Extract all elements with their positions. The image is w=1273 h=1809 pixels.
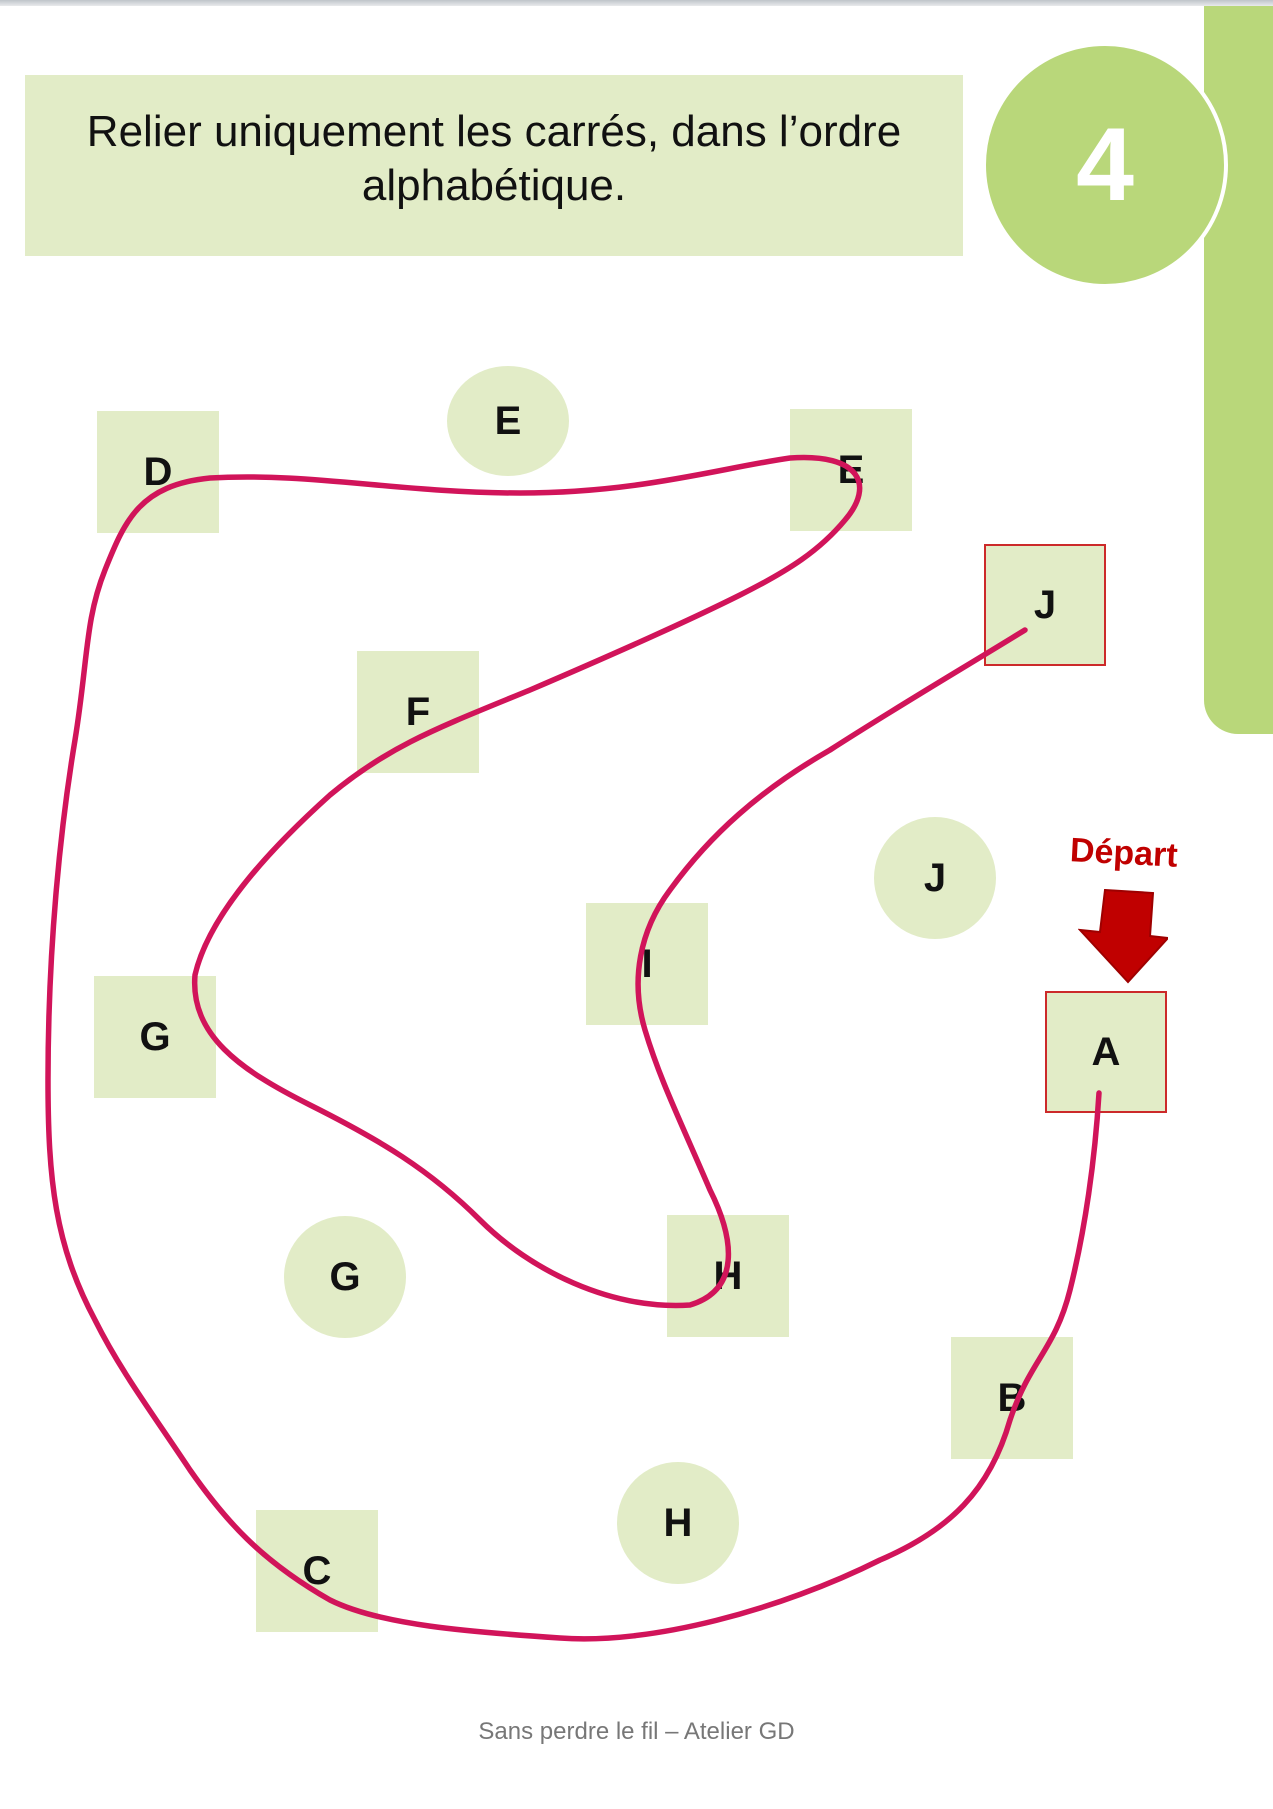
square-a-label: A <box>1091 1030 1121 1074</box>
circle-e-label: E <box>494 399 522 443</box>
circle-h: H <box>617 1462 739 1584</box>
square-h: H <box>667 1215 789 1337</box>
circle-g: G <box>284 1216 406 1338</box>
square-c-label: C <box>302 1549 332 1593</box>
circle-j: J <box>874 817 996 939</box>
square-f: F <box>357 651 479 773</box>
square-i: I <box>586 903 708 1025</box>
square-b-label: B <box>997 1376 1027 1420</box>
square-c: C <box>256 1510 378 1632</box>
square-f-label: F <box>405 690 431 734</box>
square-e-label: E <box>837 448 865 492</box>
square-i-label: I <box>641 942 653 986</box>
instruction-box: Relier uniquement les carrés, dans l’ord… <box>25 75 963 256</box>
square-d: D <box>97 411 219 533</box>
footer-credit: Sans perdre le fil – Atelier GD <box>478 1718 795 1745</box>
circle-h-label: H <box>663 1501 693 1545</box>
square-e: E <box>790 409 912 531</box>
start-label: Départ <box>1069 831 1179 875</box>
top-rule <box>0 0 1273 6</box>
step-number-badge: 4 <box>982 42 1228 288</box>
step-number: 4 <box>1076 107 1134 223</box>
square-g: G <box>94 976 216 1098</box>
square-h-label: H <box>713 1254 743 1298</box>
circle-g-label: G <box>329 1255 361 1299</box>
instruction-text: Relier uniquement les carrés, dans l’ord… <box>86 106 902 210</box>
square-g-label: G <box>139 1015 171 1059</box>
start-arrow-icon <box>1078 888 1168 984</box>
square-d-label: D <box>143 450 173 494</box>
square-j: J <box>984 544 1106 666</box>
circle-e: E <box>447 366 569 476</box>
square-j-label: J <box>1033 583 1057 627</box>
square-b: B <box>951 1337 1073 1459</box>
circle-j-label: J <box>923 856 947 900</box>
square-a: A <box>1045 991 1167 1113</box>
